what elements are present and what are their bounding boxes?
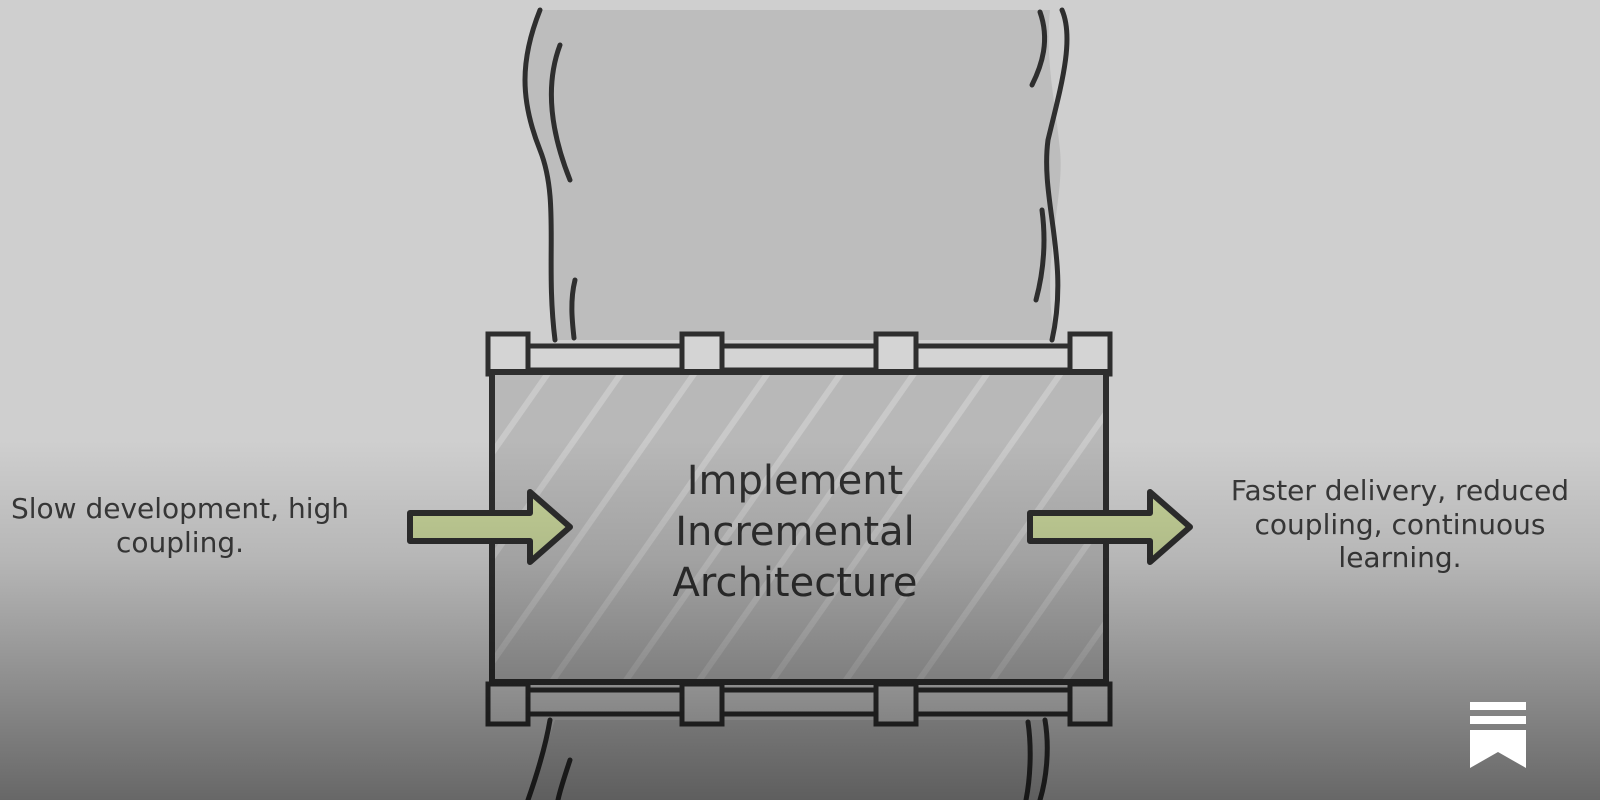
output-state-line-2: coupling, continuous (1254, 507, 1546, 541)
bookmark-icon[interactable] (1470, 702, 1526, 768)
output-state-line-1: Faster delivery, reduced (1230, 474, 1570, 507)
bottom-rail (489, 687, 1109, 717)
top-rail-bolt-1 (485, 331, 531, 377)
input-state-label: Slow development, high coupling. (0, 492, 380, 559)
top-rail-bolt-2 (679, 331, 725, 377)
bottom-rail-bolt-2 (679, 681, 725, 727)
process-line-2: Incremental (675, 509, 915, 556)
top-rail-bolt-3 (873, 331, 919, 377)
top-rail-bolt-4 (1067, 331, 1113, 377)
paper-strip-bottom (530, 720, 1048, 800)
input-state-line-2: coupling. (115, 525, 245, 559)
process-line-3: Architecture (672, 560, 918, 607)
bottom-rail-bolt-4 (1067, 681, 1113, 727)
bottom-rail-bolt-1 (485, 681, 531, 727)
process-line-1: Implement (686, 458, 904, 504)
process-label: Implement Incremental Architecture (620, 456, 970, 610)
bottom-rail-bolt-3 (873, 681, 919, 727)
paper-strip-top (525, 10, 1061, 340)
output-state-label: Faster delivery, reduced coupling, conti… (1210, 474, 1590, 575)
input-state-line-1: Slow development, high (10, 492, 350, 525)
top-rail (489, 343, 1109, 373)
output-state-line-3: learning. (1338, 541, 1462, 575)
